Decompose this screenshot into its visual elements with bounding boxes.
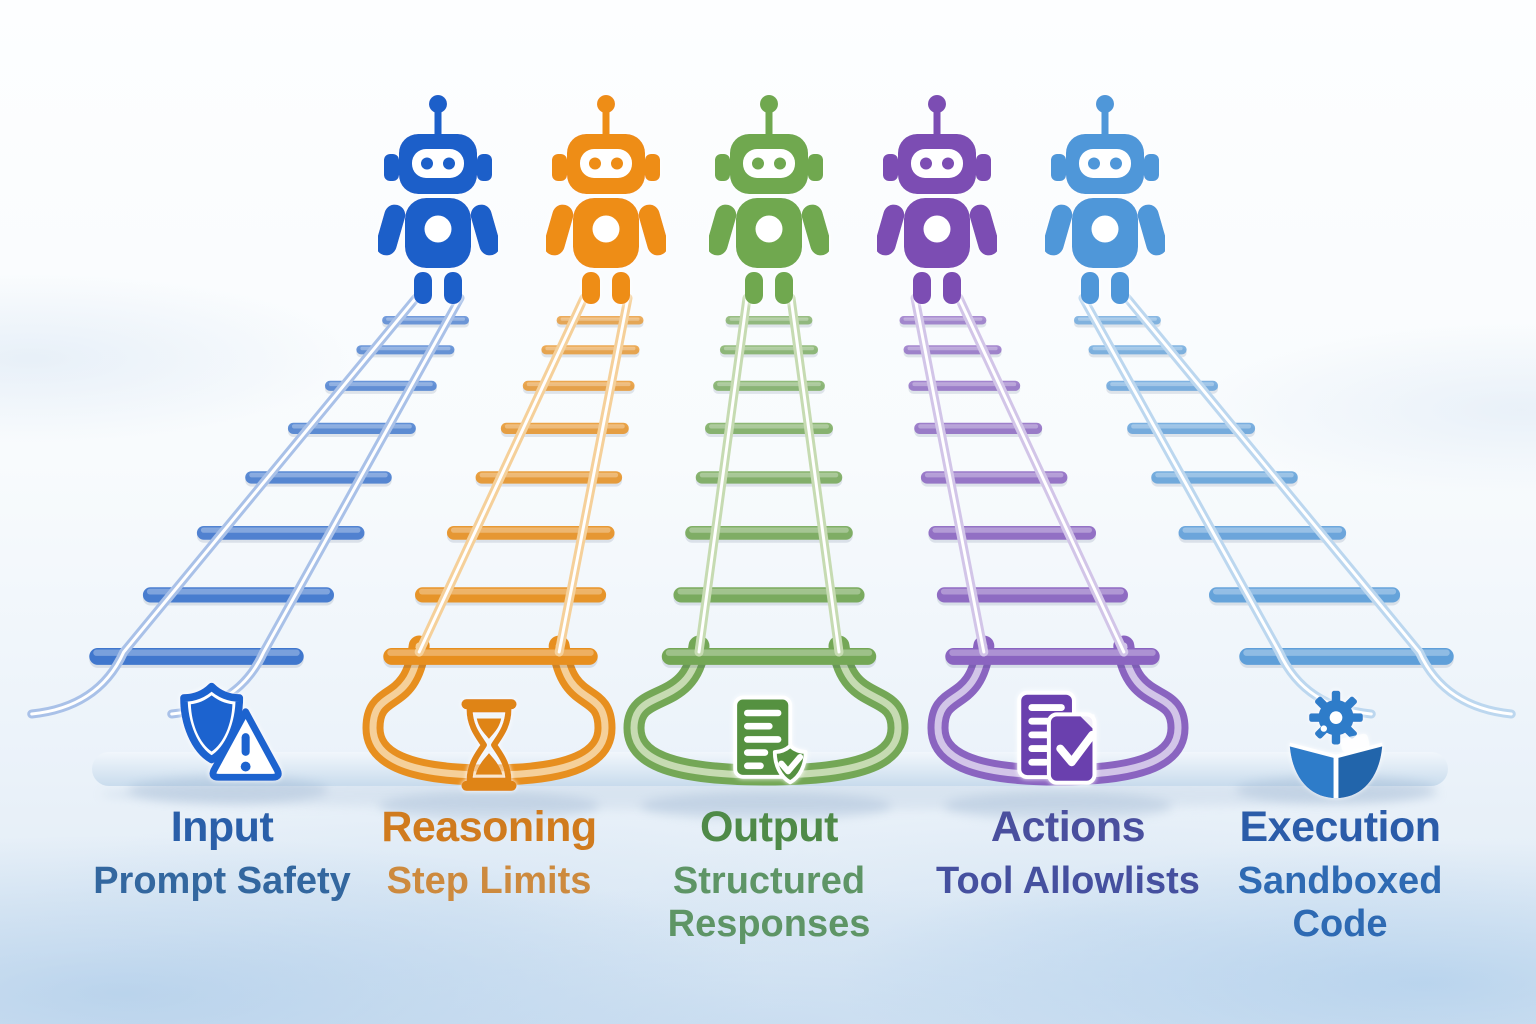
lane-label-output: Output Structured Responses [639,803,899,945]
robot-execution [1045,95,1165,304]
lane-subtitle: Step Limits [386,860,592,903]
lane-title: Output [700,803,838,851]
lane-subtitle: Prompt Safety [93,860,351,903]
track-reasoning [362,293,644,786]
robot-actions [877,95,997,304]
lane-label-actions: Actions Tool Allowlists [898,803,1238,903]
sandbox-gear-icon [1290,691,1383,798]
lane-label-reasoning: Reasoning Step Limits [319,803,659,903]
lane-title: Actions [990,803,1146,851]
robot-output [709,95,829,304]
track-actions [899,293,1189,786]
robot-input [378,95,498,304]
document-check-icon [735,698,805,783]
track-input [27,293,470,719]
lane-title: Execution [1239,803,1442,851]
lane-subtitle: Structured Responses [667,860,871,945]
lane-subtitle: Tool Allowlists [936,860,1200,903]
checklist-check-icon [1019,693,1094,783]
track-execution [1073,293,1516,719]
lane-title: Reasoning [381,803,597,851]
lane-label-execution: Execution Sandboxed Code [1220,803,1460,945]
robot-layer [378,95,1165,304]
lane-subtitle: Sandboxed Code [1237,860,1443,945]
lane-title: Input [170,803,274,851]
robot-reasoning [546,95,666,304]
lane-label-input: Input Prompt Safety [52,803,392,903]
